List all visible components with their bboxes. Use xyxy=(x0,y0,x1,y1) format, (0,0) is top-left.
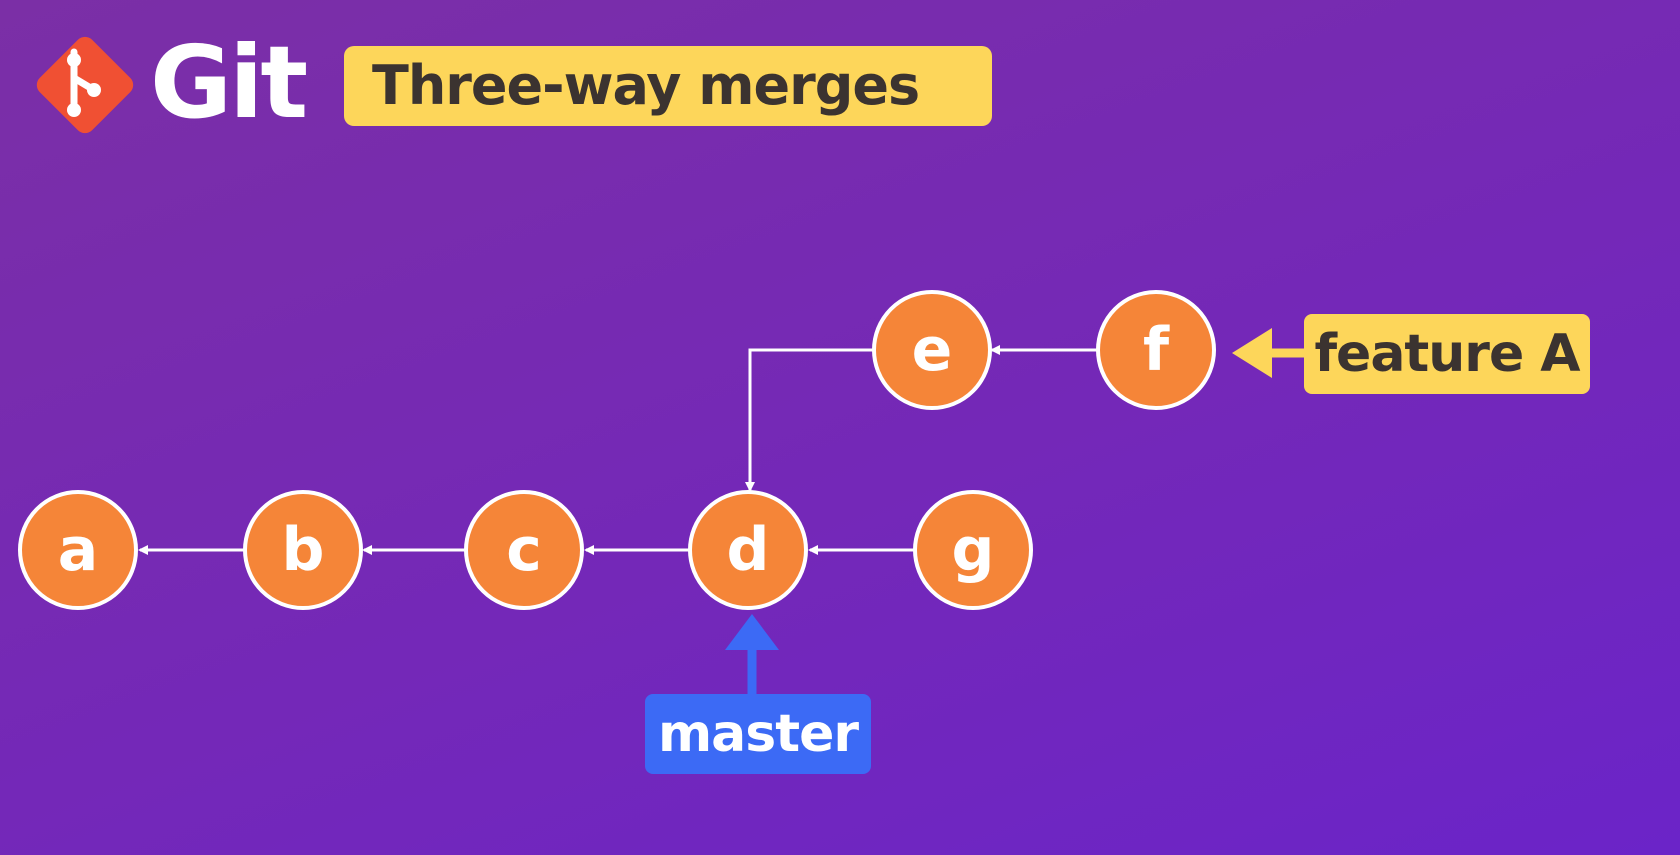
commit-g-label: g xyxy=(952,515,995,585)
commit-c-label: c xyxy=(506,515,542,585)
page-title: Three-way merges xyxy=(344,46,992,126)
commit-e: e xyxy=(872,290,992,410)
branch-label-feature-a: feature A xyxy=(1304,314,1590,394)
commit-b-label: b xyxy=(282,515,325,585)
commit-e-label: e xyxy=(912,315,953,385)
commit-g: g xyxy=(913,490,1033,610)
feature-pointer-arrow xyxy=(1232,328,1304,378)
commit-b: b xyxy=(243,490,363,610)
link-e-d xyxy=(745,348,874,492)
git-logo: Git xyxy=(30,24,310,141)
master-pointer-arrow xyxy=(725,614,779,698)
git-logo-text: Git xyxy=(150,24,308,141)
commit-d-label: d xyxy=(727,515,770,585)
commit-a-label: a xyxy=(58,515,99,585)
commit-c: c xyxy=(464,490,584,610)
commit-f: f xyxy=(1096,290,1216,410)
commit-f-label: f xyxy=(1143,315,1170,385)
git-logo-icon xyxy=(36,36,134,134)
branch-label-master: master xyxy=(645,694,871,774)
commit-a: a xyxy=(18,490,138,610)
commit-d: d xyxy=(688,490,808,610)
